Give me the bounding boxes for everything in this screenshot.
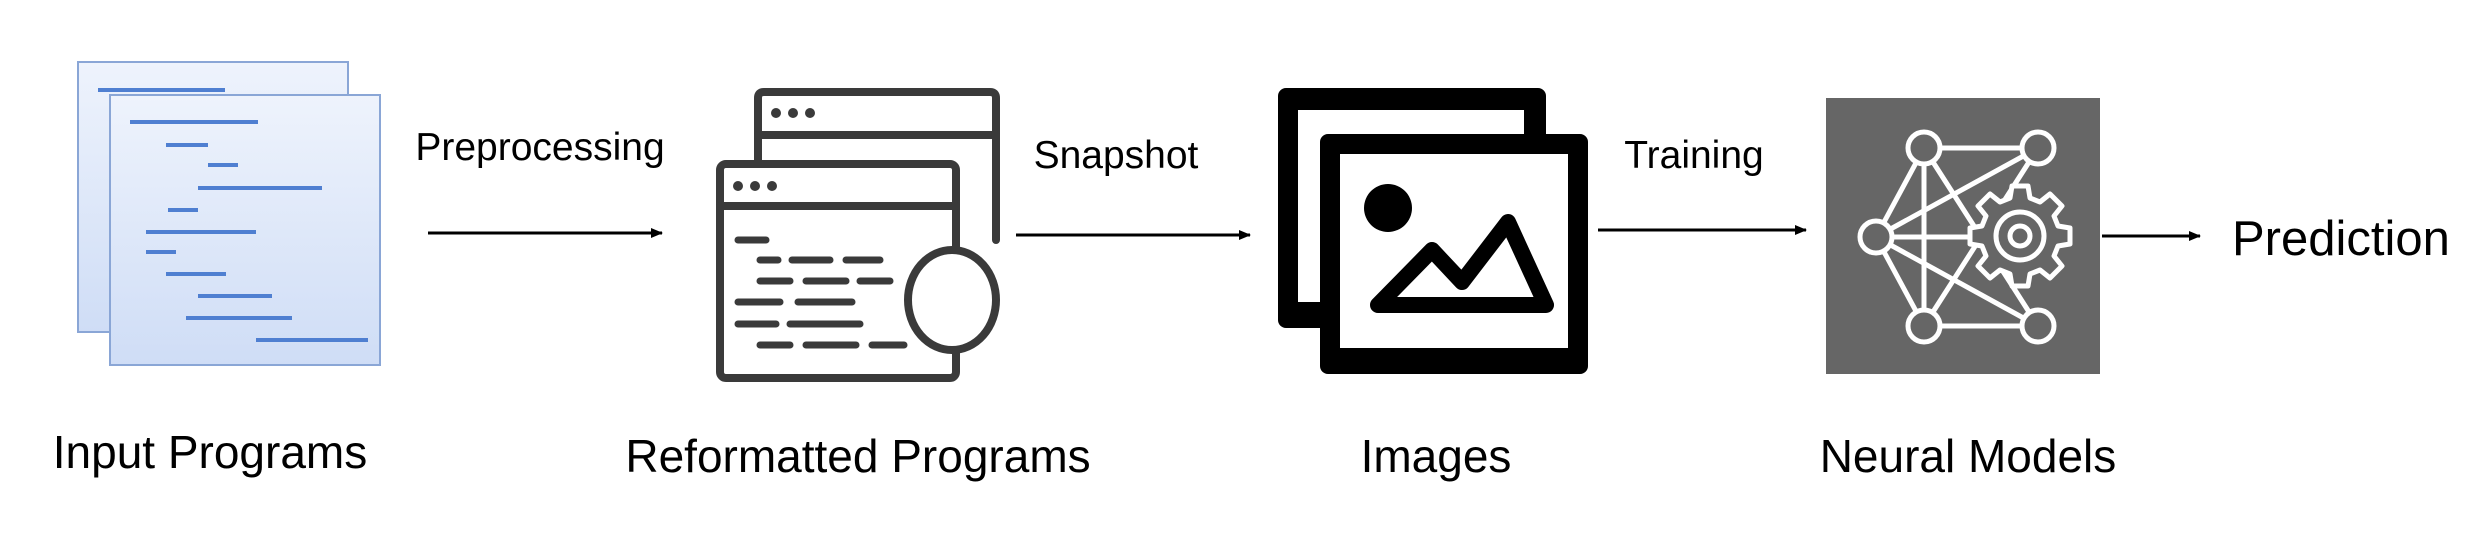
front-frame-inner [1340,154,1568,348]
window-dots [733,108,815,191]
edge-label-snapshot: Snapshot [1034,134,1199,177]
gear-icon [1967,183,2073,289]
edge-label-training: Training [1624,134,1763,177]
code-documents-icon [77,61,381,366]
stage-label-images: Images [1361,430,1512,482]
mountain-shape [1370,214,1554,313]
browser-windows-icon [716,88,1000,382]
stage-label-reformatted-programs: Reformatted Programs [625,430,1090,482]
edge-label-preprocessing: Preprocessing [415,126,664,169]
image-stack-icon [1278,88,1588,374]
network-nodes [1857,129,2057,345]
back-window [754,88,1000,244]
output-label-prediction: Prediction [2232,212,2450,266]
stage-label-input-programs: Input Programs [53,426,367,478]
sun-circle [1364,184,1412,232]
neural-network-gear-icon [1826,98,2100,374]
reformatted-code-lines [734,236,908,349]
code-lines [130,120,368,342]
magnifier-circle [904,246,1000,354]
stage-label-neural-models: Neural Models [1820,430,2117,482]
